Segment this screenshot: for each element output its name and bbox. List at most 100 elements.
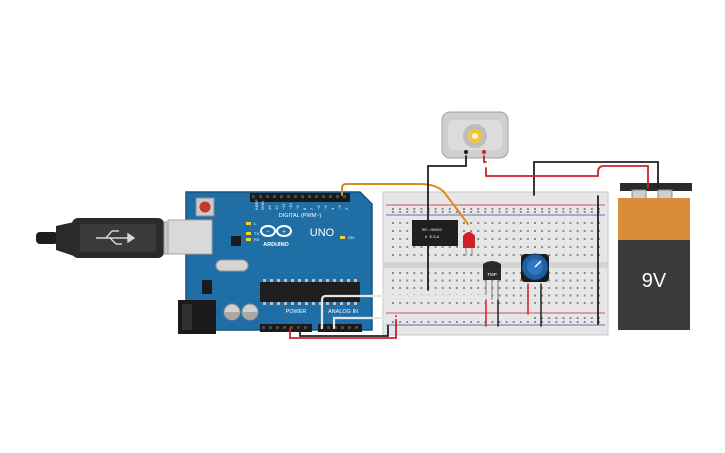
breadboard-hole [590, 302, 593, 304]
breadboard-hole [392, 238, 394, 240]
breadboard-hole [555, 279, 558, 282]
breadboard-hole [569, 294, 572, 297]
breadboard-hole [583, 321, 586, 323]
breadboard-hole [441, 208, 444, 210]
power-label: POWER [286, 309, 307, 315]
voltage-regulator [202, 280, 212, 294]
header-pin [287, 195, 290, 198]
breadboard-hole [583, 246, 586, 248]
breadboard-hole [512, 279, 515, 282]
dc-motor[interactable] [441, 111, 509, 159]
breadboard-hole [420, 254, 423, 256]
digital-header[interactable] [250, 193, 350, 202]
arduino-5v-wire[interactable] [289, 315, 397, 339]
motor-black-wire[interactable] [427, 155, 467, 291]
breadboard-hole [519, 321, 522, 323]
battery-red-wire[interactable] [485, 165, 649, 189]
chip-pin [319, 302, 322, 305]
header-pin [304, 326, 307, 329]
breadboard-hole [583, 279, 586, 282]
breadboard-hole [548, 287, 551, 289]
chip-pin [277, 302, 280, 305]
breadboard-hole [455, 246, 458, 248]
svg-text:~6: ~6 [316, 205, 321, 210]
tmp-body [483, 261, 501, 280]
relay[interactable]: SRD-05VDC HKE-S-A [412, 220, 458, 246]
header-pin [348, 326, 351, 329]
breadboard-hole [484, 279, 487, 282]
breadboard-hole [505, 238, 508, 240]
chip-pin [326, 302, 329, 305]
breadboard-hole [455, 279, 458, 282]
chip-pin [340, 279, 343, 282]
arduino-uno-board[interactable]: DIGITAL (PWM~) AREF GND 13 12 ~11 ~10 ~9… [167, 191, 373, 334]
arduino-logo-left-ring [260, 225, 276, 237]
breadboard-hole [519, 279, 522, 282]
reset-button[interactable] [199, 201, 211, 213]
breadboard-hole [548, 317, 551, 319]
header-pin [329, 195, 332, 198]
temperature-sensor[interactable]: TMP [483, 261, 501, 300]
breadboard-hole [392, 230, 394, 232]
breadboard-hole [583, 208, 586, 210]
breadboard-hole [463, 230, 465, 232]
breadboard-hole [583, 272, 586, 274]
breadboard-hole [505, 279, 508, 282]
breadboard-hole [399, 254, 402, 256]
breadboard-hole [399, 302, 402, 304]
breadboard-hole [590, 279, 593, 282]
orange-signal-wire[interactable] [341, 183, 469, 225]
breadboard-hole [484, 238, 487, 240]
breadboard-hole [555, 272, 558, 274]
breadboard-hole [519, 238, 522, 240]
svg-text:GND: GND [260, 201, 265, 210]
breadboard-hole [583, 211, 586, 213]
analog-header[interactable] [318, 324, 362, 332]
header-pin [308, 195, 311, 198]
motor-terminal-left[interactable] [464, 150, 468, 154]
chip-pin [298, 279, 301, 282]
breadboard-hole [505, 230, 508, 232]
breadboard-hole [512, 208, 515, 210]
minus-glyph: − [266, 229, 270, 235]
breadboard-hole [406, 246, 409, 248]
breadboard-hole [512, 222, 515, 224]
breadboard-hole [484, 208, 487, 210]
breadboard-hole [491, 321, 494, 323]
breadboard-hole [534, 238, 536, 240]
breadboard-hole [470, 230, 473, 232]
breadboard-hole [505, 321, 508, 323]
breadboard-hole [512, 321, 515, 323]
breadboard-hole [470, 279, 473, 282]
breadboard-hole [541, 230, 544, 232]
arduino-gnd-wire[interactable] [299, 325, 389, 337]
breadboard-hole [413, 211, 416, 213]
motor-terminal-right[interactable] [482, 150, 486, 154]
header-pin [301, 195, 304, 198]
potentiometer[interactable] [521, 253, 549, 282]
breadboard-hole [562, 272, 565, 274]
breadboard-hole [541, 317, 544, 319]
breadboard-hole [569, 302, 572, 304]
breadboard-hole [541, 294, 544, 297]
chip-pin [312, 279, 315, 282]
breadboard-hole [477, 238, 480, 240]
battery-top-band [618, 198, 690, 242]
breadboard-hole [597, 230, 600, 232]
header-pin [290, 326, 293, 329]
battery-black-wire[interactable] [533, 161, 659, 196]
red-led[interactable] [463, 232, 475, 256]
breadboard-hole [548, 211, 551, 213]
motor-red-wire[interactable] [483, 155, 487, 163]
power-jack-detail [182, 304, 192, 330]
header-pin [269, 326, 272, 329]
breadboard-hole [406, 279, 409, 282]
chip-pin [326, 279, 329, 282]
breadboard-hole [448, 279, 451, 282]
breadboard-hole [569, 222, 572, 224]
battery-9v[interactable]: 9V [618, 183, 692, 330]
usb-port[interactable] [167, 219, 213, 255]
breadboard-hole [569, 208, 572, 210]
breadboard-hole [420, 321, 423, 323]
breadboard-hole [590, 208, 593, 210]
